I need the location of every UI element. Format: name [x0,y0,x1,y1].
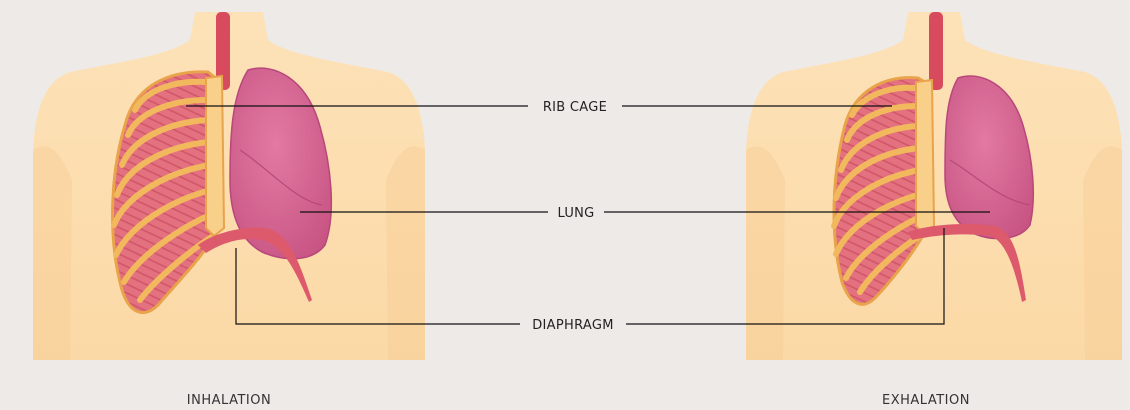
inhalation-caption: INHALATION [187,393,271,408]
rib-cage-label: RIB CAGE [543,100,607,115]
inhalation-figure [33,12,425,360]
sternum-right [916,80,934,234]
lung-label: LUNG [557,206,594,221]
sternum-left [206,76,224,236]
exhalation-figure [746,12,1122,360]
trachea-right [929,12,943,90]
exhalation-caption: EXHALATION [882,393,970,408]
diaphragm-label: DIAPHRAGM [532,318,614,333]
